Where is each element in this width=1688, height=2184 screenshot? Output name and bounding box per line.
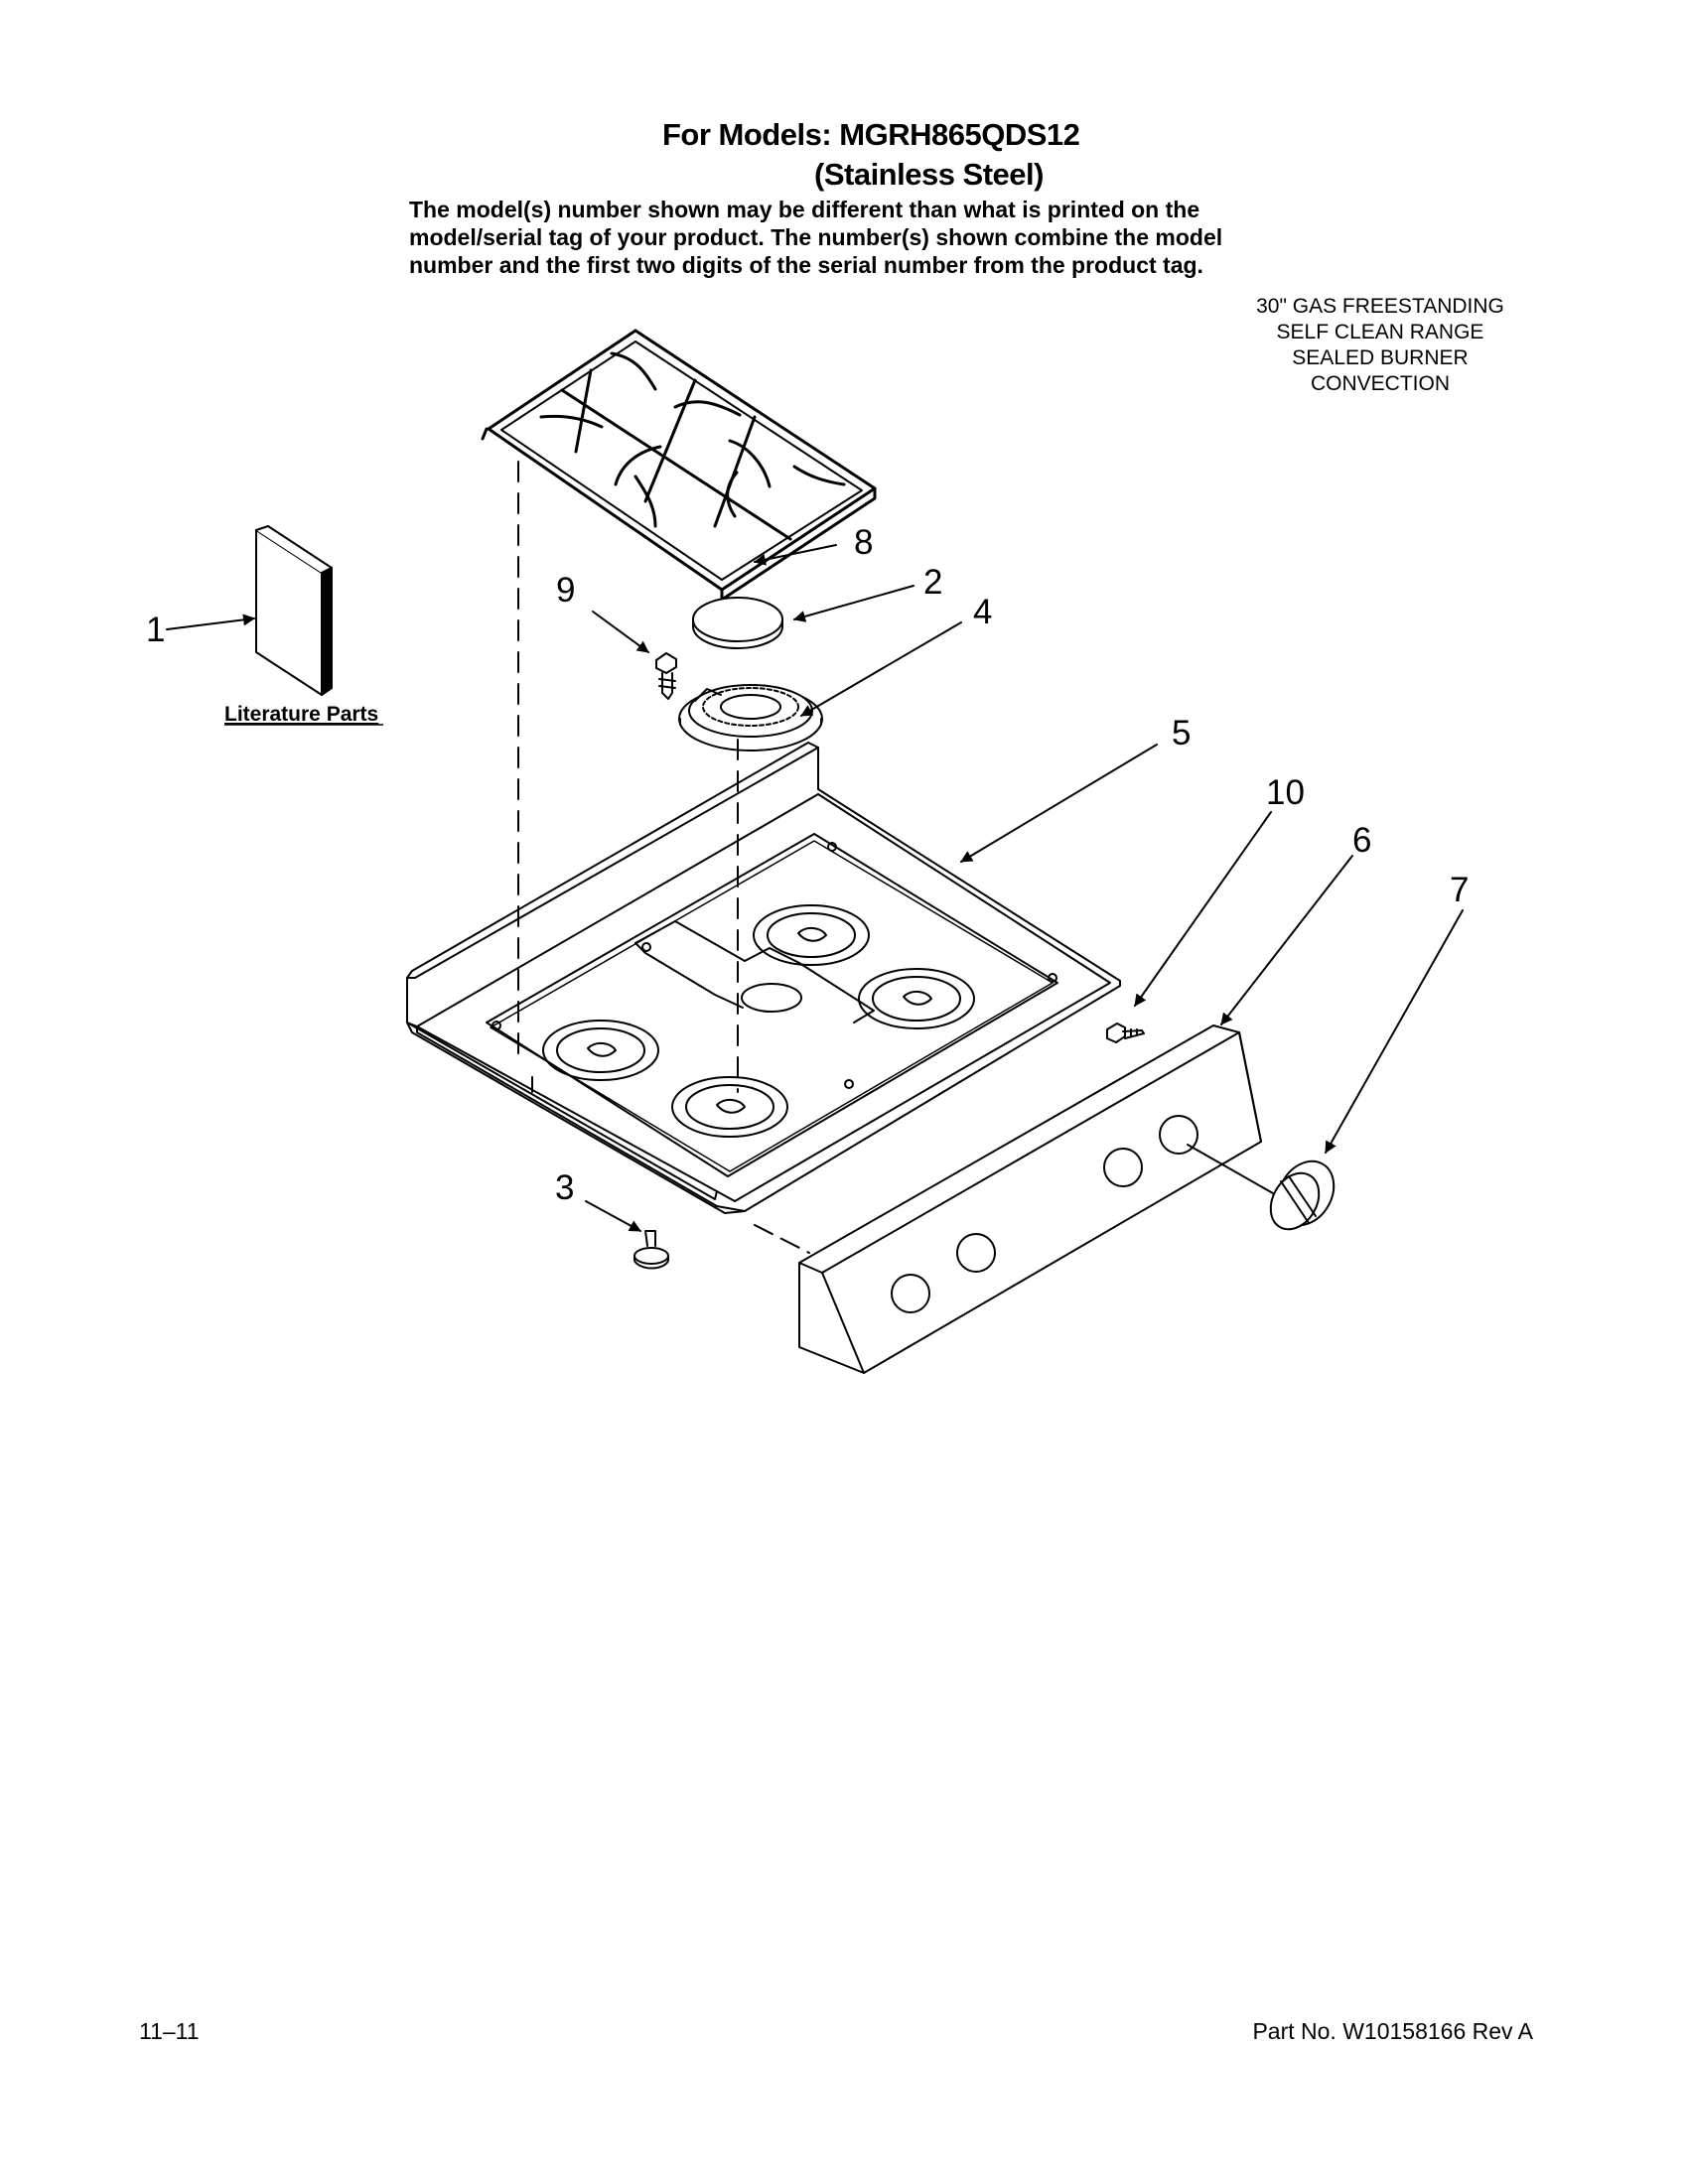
- control-panel: [798, 1024, 1262, 1374]
- burner-cap: [692, 597, 783, 649]
- leader-line-9: [592, 611, 649, 653]
- callout-8: 8: [854, 523, 873, 562]
- date-code: 11–11: [139, 2018, 200, 2044]
- burner-base: [678, 684, 823, 751]
- part-number: Part No. W10158166 Rev A: [1252, 2018, 1533, 2044]
- literature-booklet: [255, 525, 333, 696]
- leveling-leg: [633, 1230, 669, 1270]
- callout-1: 1: [146, 611, 165, 649]
- burner-well: [753, 904, 870, 966]
- description-line: SEALED BURNER: [1292, 346, 1469, 369]
- disclaimer-line: The model(s) number shown may be differe…: [409, 197, 1200, 222]
- leader-line-1: [166, 614, 255, 630]
- leader-line-7: [1325, 909, 1464, 1154]
- leader-line-6: [1220, 855, 1353, 1025]
- callout-2: 2: [923, 563, 942, 602]
- knob: [1187, 1144, 1336, 1231]
- model-finish: (Stainless Steel): [814, 157, 1044, 192]
- product-description: 30" GAS FREESTANDING SELF CLEAN RANGE SE…: [1211, 294, 1549, 397]
- callout-5: 5: [1172, 714, 1191, 752]
- leader-line-3: [585, 1200, 641, 1232]
- panel-screw: [1106, 1023, 1145, 1043]
- burner-well: [542, 1020, 659, 1081]
- description-line: 30" GAS FREESTANDING: [1256, 295, 1504, 318]
- callout-3: 3: [555, 1168, 574, 1207]
- description-line: CONVECTION: [1310, 372, 1450, 395]
- leader-line-4: [800, 621, 962, 717]
- literature-parts-label: Literature Parts: [224, 703, 378, 726]
- burner-well: [858, 968, 975, 1029]
- burner-well: [671, 1076, 788, 1138]
- leader-line-5: [960, 744, 1158, 863]
- screw: [655, 652, 677, 700]
- leader-line-10: [1134, 811, 1272, 1007]
- model-title: For Models: MGRH865QDS12: [662, 117, 1080, 152]
- callout-9: 9: [556, 571, 575, 610]
- description-line: SELF CLEAN RANGE: [1276, 321, 1484, 343]
- model-disclaimer: The model(s) number shown may be differe…: [409, 196, 1333, 279]
- disclaimer-line: number and the first two digits of the s…: [409, 252, 1203, 278]
- callout-4: 4: [973, 593, 992, 631]
- grate: [481, 329, 877, 602]
- callout-10: 10: [1266, 773, 1305, 812]
- callout-6: 6: [1352, 821, 1371, 860]
- callout-7: 7: [1450, 871, 1469, 909]
- leader-line-2: [793, 585, 914, 622]
- cooktop: [406, 742, 1121, 1214]
- disclaimer-line: model/serial tag of your product. The nu…: [409, 224, 1223, 250]
- leader-line-8: [754, 544, 837, 566]
